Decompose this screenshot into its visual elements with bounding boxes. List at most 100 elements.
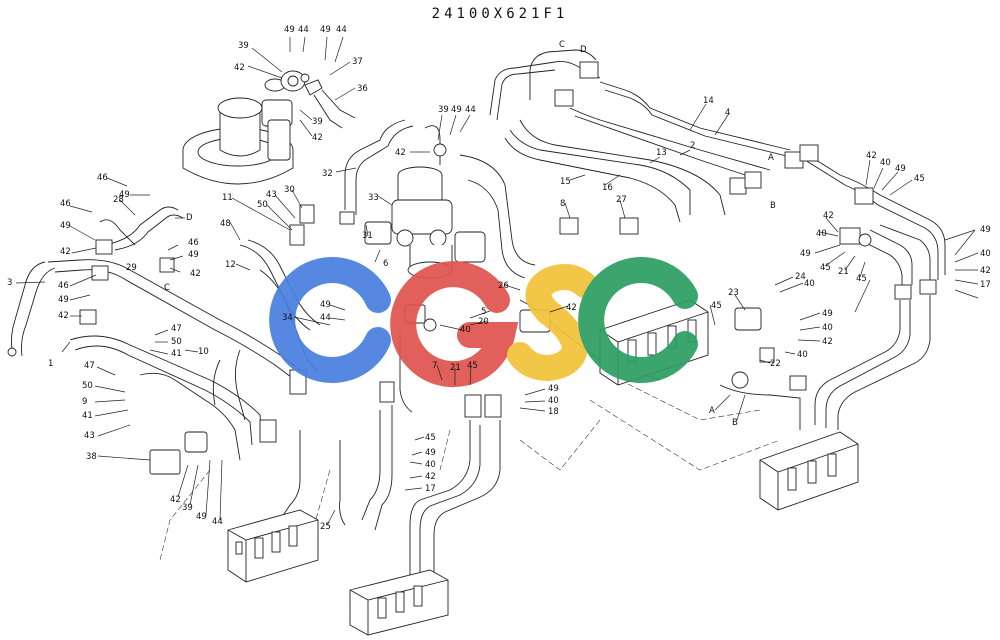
pipe-run xyxy=(879,224,931,285)
part-callout-c15: 32 xyxy=(322,169,333,179)
part-callout-c87: 49 xyxy=(425,448,436,458)
part-callout-c2: 44 xyxy=(298,25,309,35)
part-callout-c92: 24 xyxy=(795,272,806,282)
dashed-line xyxy=(619,379,761,421)
part-callout-c98: 42 xyxy=(822,337,833,347)
fitting xyxy=(95,239,113,255)
fitting xyxy=(559,217,579,235)
pipe-run xyxy=(355,125,414,215)
part-callout-c75: 26 xyxy=(498,281,509,291)
part-callout-c79: 20 xyxy=(478,317,489,327)
part-callout-c50: 10 xyxy=(198,347,209,357)
part-callout-c20: 2 xyxy=(690,141,695,151)
pipe-run xyxy=(361,410,381,521)
leader-lines xyxy=(15,36,979,526)
part-callout-c58: 39 xyxy=(182,503,193,513)
pipe-run xyxy=(459,154,536,266)
part-callout-c4: 44 xyxy=(336,25,347,35)
part-callout-c80: 7 xyxy=(432,361,437,371)
watermark-logo xyxy=(269,257,698,388)
part-callout-c100: 22 xyxy=(770,359,781,369)
part-callout-c42: 3 xyxy=(7,278,12,288)
pipe-run xyxy=(235,349,246,421)
part-callout-c52: 50 xyxy=(82,381,93,391)
part-callout-c11: 39 xyxy=(438,105,449,115)
pipe-run xyxy=(239,244,311,331)
fitting xyxy=(299,204,315,224)
dashed-line xyxy=(309,469,331,541)
part-callout-c73: 8 xyxy=(560,199,565,209)
pipe-run xyxy=(212,359,221,406)
part-callout-c72: 6 xyxy=(383,259,388,269)
pipe-run xyxy=(114,214,184,251)
pipe-run xyxy=(433,420,501,585)
part-callout-c47: 47 xyxy=(171,324,182,334)
pipe-run xyxy=(837,295,931,430)
part-callout-c7: 37 xyxy=(352,57,363,67)
pipe-run xyxy=(604,89,796,159)
pipe-run xyxy=(139,372,241,461)
fitting xyxy=(554,89,574,107)
part-callout-c62: 50 xyxy=(257,200,268,210)
pipe-run xyxy=(104,206,179,246)
part-callout-c86: 45 xyxy=(425,433,436,443)
part-callout-c38: 42 xyxy=(60,247,71,257)
fitting xyxy=(7,347,17,357)
part-callout-c35: 49 xyxy=(60,221,71,231)
fitting xyxy=(619,217,639,235)
part-callout-c56: 38 xyxy=(86,452,97,462)
pipe-run xyxy=(489,60,601,116)
part-callout-c22: 15 xyxy=(560,177,571,187)
part-callout-c28: 49 xyxy=(895,164,906,174)
pipe-run xyxy=(574,115,761,181)
part-callout-c84: 40 xyxy=(548,396,559,406)
control-valve-center xyxy=(349,569,449,636)
pipe-run xyxy=(399,330,413,413)
part-callout-c54: 41 xyxy=(82,411,93,421)
part-callout-c88: 40 xyxy=(425,460,436,470)
part-callout-c78: 5 xyxy=(481,307,486,317)
pipe-run xyxy=(374,405,393,531)
part-callout-c102: B xyxy=(732,418,738,428)
part-callout-c109: 49 xyxy=(980,225,991,235)
part-callout-c81: 21 xyxy=(450,363,461,373)
fitting xyxy=(433,143,447,157)
pipe-run xyxy=(99,219,136,246)
pipe-run xyxy=(519,119,726,216)
part-callout-c94: 23 xyxy=(728,288,739,298)
fitting xyxy=(579,61,599,79)
part-callout-c37: 49 xyxy=(188,250,199,260)
pump-assembly xyxy=(339,166,486,279)
part-callout-c34: 46 xyxy=(60,199,71,209)
pipe-run xyxy=(21,267,56,357)
fitting xyxy=(919,279,937,295)
dashed-line xyxy=(439,429,451,471)
pipe-run xyxy=(799,149,946,275)
fitting xyxy=(423,318,437,332)
part-callout-c68: 49 xyxy=(320,300,331,310)
pipe-run xyxy=(509,129,691,215)
part-callout-c55: 43 xyxy=(84,431,95,441)
pipe-run xyxy=(804,159,939,280)
pipe-run xyxy=(504,137,681,223)
pipe-run xyxy=(419,425,481,582)
part-callout-c17: D xyxy=(580,45,587,55)
part-callout-c85: 18 xyxy=(548,407,559,417)
fitting xyxy=(854,187,874,205)
part-callout-c101: A xyxy=(709,406,715,416)
fitting xyxy=(731,371,749,389)
part-callout-c30: 46 xyxy=(97,173,108,183)
fitting xyxy=(729,177,747,195)
part-callout-c33: D xyxy=(186,213,193,223)
control-valve-right xyxy=(759,431,859,511)
fitting xyxy=(184,431,208,453)
dashed-line xyxy=(159,469,211,561)
part-callout-c51: 47 xyxy=(84,361,95,371)
part-callout-c112: 17 xyxy=(980,280,991,290)
pipe-run xyxy=(496,69,556,121)
part-callout-c39: 29 xyxy=(126,263,137,273)
part-callout-c19: 4 xyxy=(725,108,730,118)
part-callout-c76: 42 xyxy=(566,303,577,313)
